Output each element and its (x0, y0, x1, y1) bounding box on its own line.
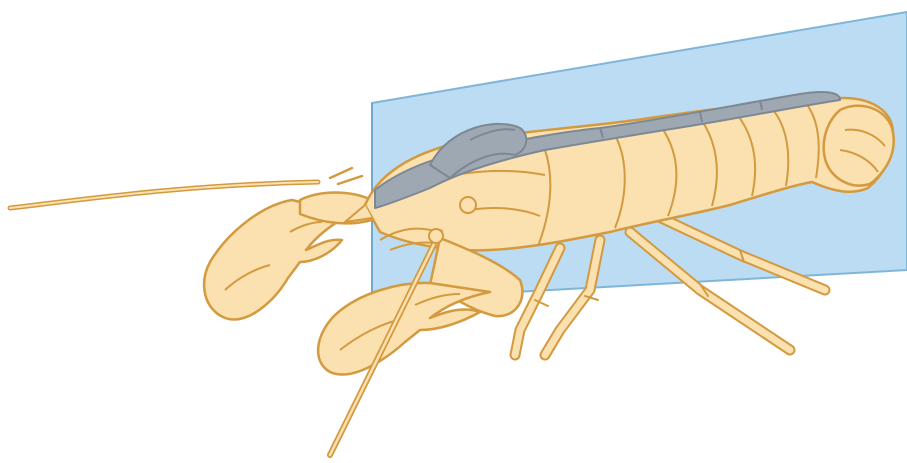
antennule (330, 168, 362, 184)
claw-lower-pincer (318, 283, 490, 375)
eye (460, 197, 476, 213)
antenna-long (10, 182, 318, 208)
claw-upper (204, 193, 372, 320)
antenna-base (429, 229, 443, 243)
